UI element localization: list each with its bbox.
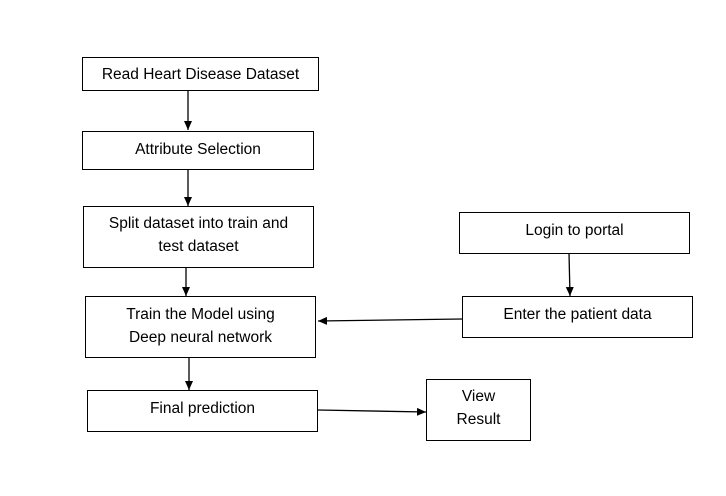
read-dataset-label: Read Heart Disease Dataset — [101, 66, 300, 83]
login-portal-box: Login to portal — [459, 212, 690, 254]
read-dataset-box: Read Heart Disease Dataset — [82, 57, 319, 91]
view-result-box: View Result — [426, 379, 531, 441]
enter-patient-data-box: Enter the patient data — [462, 296, 693, 338]
login-portal-label: Login to portal — [525, 222, 624, 239]
enter-patient-data-label: Enter the patient data — [503, 306, 652, 323]
arrow-final-to-view — [317, 407, 427, 416]
final-prediction-label: Final prediction — [149, 400, 256, 417]
split-dataset-label: Split dataset into train and test datase… — [108, 215, 289, 255]
arrow-login-to-enter — [565, 252, 574, 297]
arrow-enter-to-train — [317, 316, 463, 325]
split-dataset-box: Split dataset into train and test datase… — [83, 206, 314, 268]
train-model-box: Train the Model using Deep neural networ… — [85, 296, 316, 358]
attribute-selection-box: Attribute Selection — [82, 131, 314, 170]
view-result-label: View Result — [456, 388, 501, 428]
final-prediction-box: Final prediction — [87, 390, 318, 432]
attribute-selection-label: Attribute Selection — [135, 141, 261, 158]
train-model-label: Train the Model using Deep neural networ… — [126, 306, 275, 346]
